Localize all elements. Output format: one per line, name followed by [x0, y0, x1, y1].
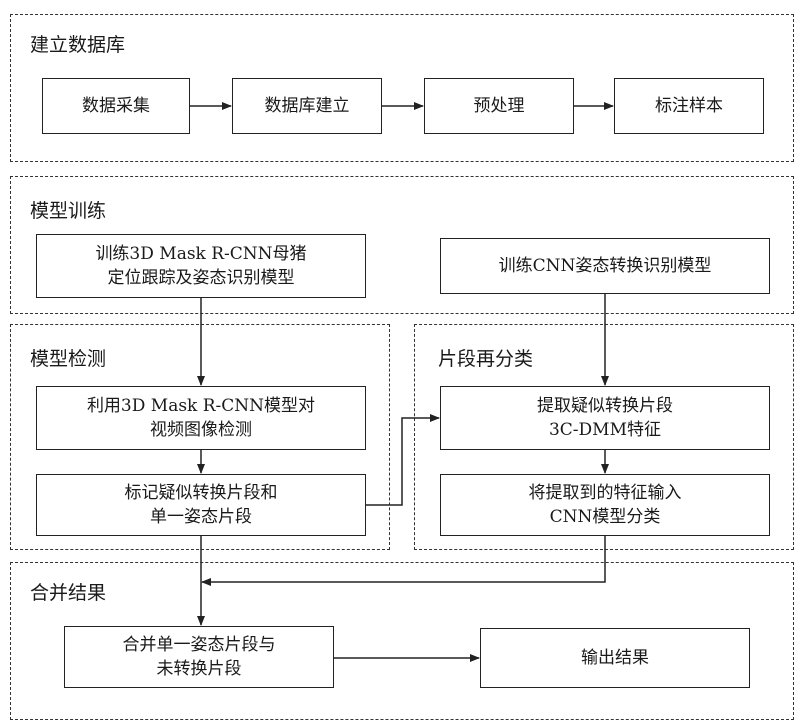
box-data-collection: 数据采集 — [42, 78, 190, 134]
box-train-mask-rcnn: 训练3D Mask R-CNN母猪 定位跟踪及姿态识别模型 — [36, 234, 366, 298]
box-detect-video: 利用3D Mask R-CNN模型对 视频图像检测 — [36, 386, 366, 450]
box-merge-segments: 合并单一姿态片段与 未转换片段 — [64, 626, 334, 688]
box-cnn-classify: 将提取到的特征输入 CNN模型分类 — [440, 474, 770, 536]
box-preprocessing: 预处理 — [424, 78, 574, 134]
section-title-merge-results: 合并结果 — [30, 578, 106, 605]
box-output-results: 输出结果 — [480, 628, 750, 688]
section-title-model-detection: 模型检测 — [30, 344, 106, 371]
box-annotate-samples: 标注样本 — [614, 78, 764, 134]
box-train-cnn: 训练CNN姿态转换识别模型 — [440, 238, 770, 294]
section-title-segment-reclassify: 片段再分类 — [438, 344, 533, 371]
box-database-build: 数据库建立 — [232, 78, 382, 134]
section-title-model-training: 模型训练 — [30, 196, 106, 223]
box-extract-features: 提取疑似转换片段 3C-DMM特征 — [440, 386, 770, 450]
box-mark-segments: 标记疑似转换片段和 单一姿态片段 — [36, 474, 366, 536]
section-title-build-database: 建立数据库 — [30, 30, 125, 57]
